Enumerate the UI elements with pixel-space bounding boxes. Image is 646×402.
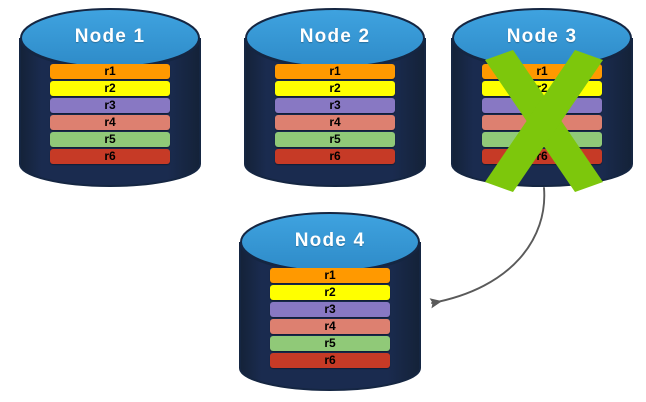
node-2-row-r2: r2: [275, 81, 395, 96]
node-2-row-r6: r6: [275, 149, 395, 164]
node-2-row-r3: r3: [275, 98, 395, 113]
node-4-row-r2: r2: [270, 285, 390, 300]
node-1-rows: r1 r2 r3 r4 r5 r6: [50, 64, 170, 164]
node-2-rows: r1 r2 r3 r4 r5 r6: [275, 64, 395, 164]
node-4-row-r3: r3: [270, 302, 390, 317]
node-1-row-r1: r1: [50, 64, 170, 79]
node-3-row-r6: r6: [482, 149, 602, 164]
node-1-row-r2: r2: [50, 81, 170, 96]
node-1-row-r5: r5: [50, 132, 170, 147]
node-4-row-r4: r4: [270, 319, 390, 334]
node-4-rows: r1 r2 r3 r4 r5 r6: [270, 268, 390, 368]
node-2-row-r1: r1: [275, 64, 395, 79]
node-3-row-r3: r3: [482, 98, 602, 113]
node-1-row-r6: r6: [50, 149, 170, 164]
node-1-row-r4: r4: [50, 115, 170, 130]
node-4-row-r5: r5: [270, 336, 390, 351]
node-3-row-r1: r1: [482, 64, 602, 79]
node-2-row-r4: r4: [275, 115, 395, 130]
node-4-row-r1: r1: [270, 268, 390, 283]
node-1-row-r3: r3: [50, 98, 170, 113]
node-2-row-r5: r5: [275, 132, 395, 147]
node-4-row-r6: r6: [270, 353, 390, 368]
node-3-row-r4: r4: [482, 115, 602, 130]
node-3-rows: r1 r2 r3 r4 r5 r6: [482, 64, 602, 164]
node-3-row-r2: r2: [482, 81, 602, 96]
node-3-row-r5: r5: [482, 132, 602, 147]
